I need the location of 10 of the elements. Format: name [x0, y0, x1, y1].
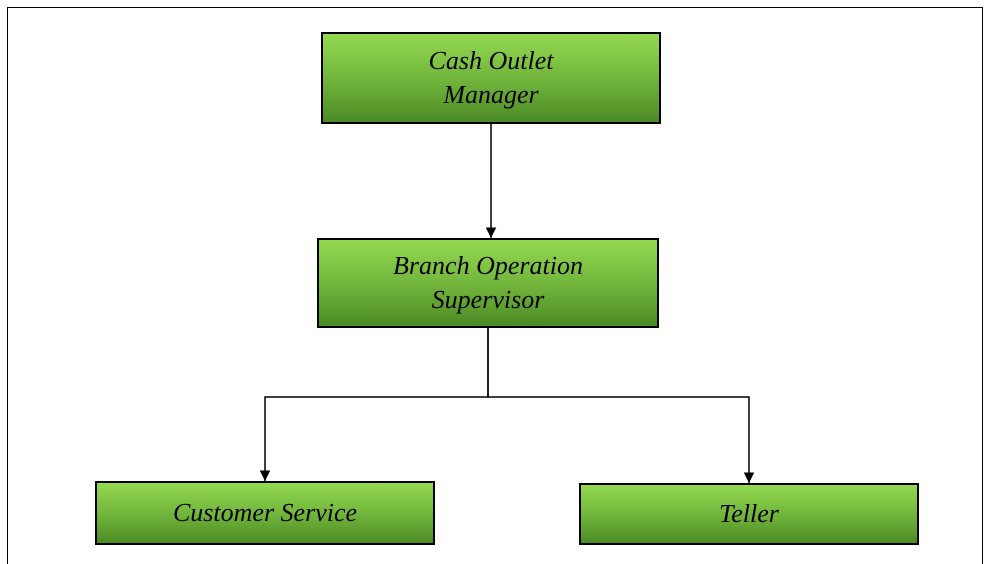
role-title: Teller: [719, 498, 779, 530]
org-chart-box: [321, 32, 661, 124]
connector-arrow: [487, 328, 754, 483]
org-chart-box: [579, 483, 919, 545]
role-title: Cash Outlet Manager: [428, 45, 555, 111]
org-chart-box: [317, 238, 659, 328]
role-title: Customer Service: [172, 497, 358, 529]
org-chart-box: [95, 481, 435, 545]
role-title: Branch Operation Supervisor: [392, 250, 584, 316]
connector-arrow: [486, 124, 496, 238]
